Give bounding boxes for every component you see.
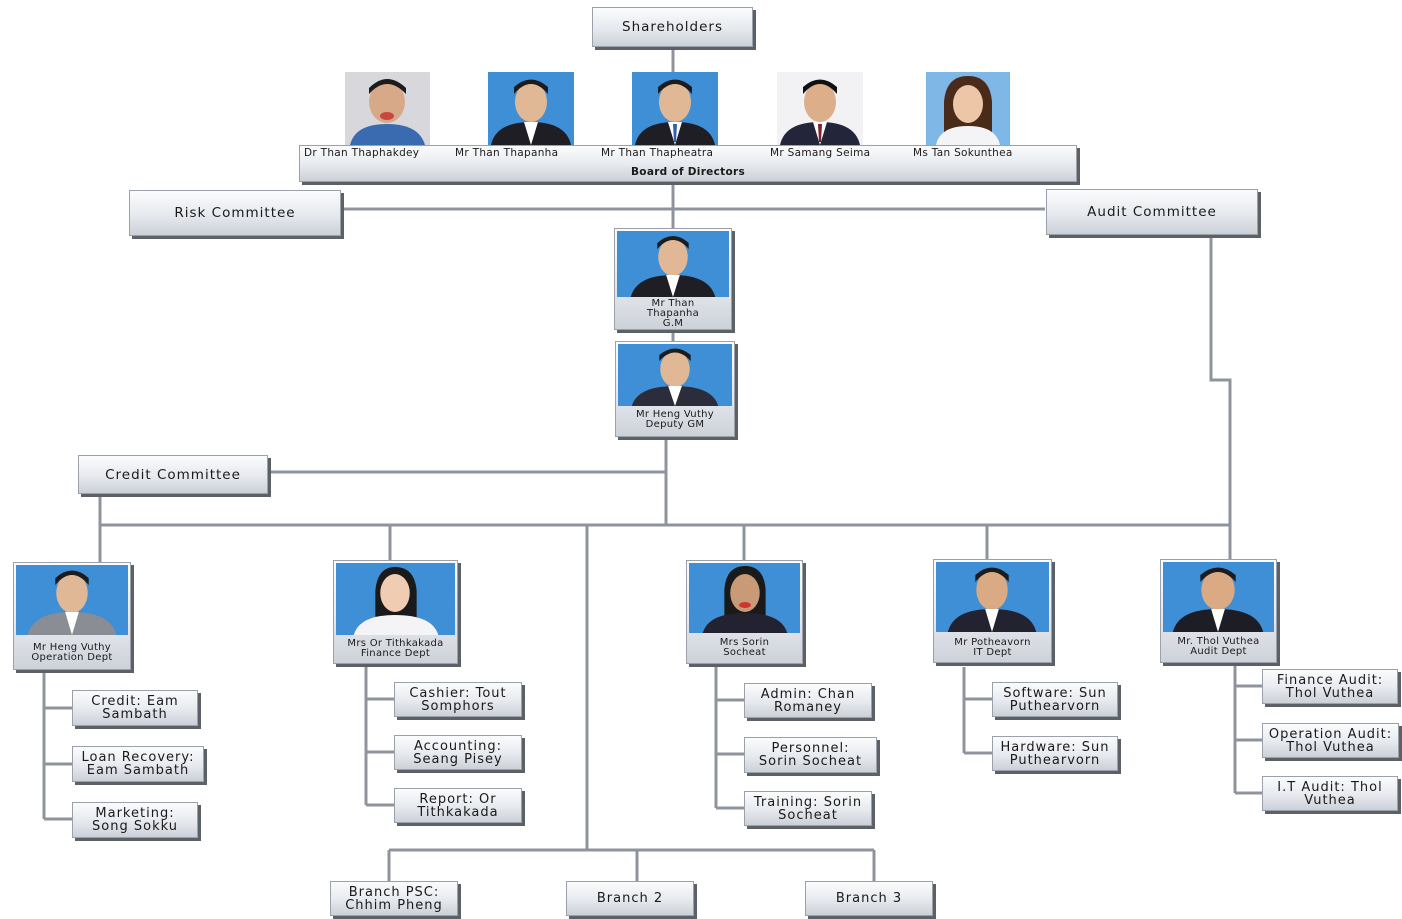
shareholders-label: Shareholders — [622, 19, 723, 35]
unit-box: Accounting: Seang Pisey — [394, 735, 522, 770]
unit-label: Operation Audit: Thol Vuthea — [1268, 726, 1393, 755]
unit-box: Marketing: Song Sokku — [72, 802, 198, 838]
gm-card: Mr Than Thapanha G.M — [614, 228, 732, 330]
audit-dept-caption: Mr. Thol Vuthea Audit Dept — [1177, 636, 1260, 657]
it-dept-caption: Mr Potheavorn IT Dept — [954, 637, 1031, 658]
unit-label: Cashier: Tout Somphors — [409, 685, 507, 714]
branch-label: Branch 3 — [835, 891, 903, 906]
operation-dept-card: Mr Heng Vuthy Operation Dept — [13, 562, 131, 670]
unit-box: Software: Sun Puthearvorn — [992, 682, 1118, 717]
branch-box: Branch 3 — [805, 881, 933, 916]
board-label: Board of Directors — [631, 166, 745, 178]
unit-label: Admin: Chan Romaney — [760, 686, 856, 715]
admin-dept-caption: Mrs Sorin Socheat — [719, 637, 770, 658]
deputy-gm-card: Mr Heng Vuthy Deputy GM — [615, 341, 735, 437]
credit-committee-label: Credit Committee — [105, 466, 241, 483]
unit-label: Finance Audit: Thol Vuthea — [1276, 672, 1384, 701]
unit-box: Report: Or Tithkakada — [394, 788, 522, 823]
person-photo-icon — [345, 72, 430, 145]
unit-label: Report: Or Tithkakada — [417, 791, 499, 820]
unit-label: Accounting: Seang Pisey — [413, 738, 503, 767]
board-member-name: Dr Than Thaphakdey — [304, 147, 420, 159]
shareholders-box: Shareholders — [592, 7, 753, 47]
branch-label: Branch PSC: Chhim Pheng — [345, 884, 443, 913]
it-dept-card: Mr Potheavorn IT Dept — [933, 559, 1052, 663]
unit-label: I.T Audit: Thol Vuthea — [1277, 779, 1383, 808]
branch-box: Branch PSC: Chhim Pheng — [330, 881, 458, 916]
risk-committee-box: Risk Committee — [129, 190, 341, 236]
board-photo-4 — [777, 72, 863, 145]
unit-box: Hardware: Sun Puthearvorn — [992, 736, 1118, 771]
board-photo-2 — [488, 72, 574, 145]
branch-box: Branch 2 — [566, 881, 694, 916]
unit-box: Personnel: Sorin Socheat — [744, 737, 877, 773]
board-member-name: Mr Samang Seima — [770, 147, 871, 159]
audit-dept-card: Mr. Thol Vuthea Audit Dept — [1160, 559, 1277, 663]
person-photo-icon — [16, 565, 128, 635]
unit-label: Training: Sorin Socheat — [753, 794, 863, 823]
person-photo-icon — [689, 563, 800, 633]
unit-box: Finance Audit: Thol Vuthea — [1262, 669, 1398, 704]
person-photo-icon — [926, 72, 1010, 145]
unit-box: Loan Recovery: Eam Sambath — [72, 746, 204, 782]
board-photo-1 — [345, 72, 430, 145]
unit-box: Training: Sorin Socheat — [744, 791, 872, 826]
unit-box: Operation Audit: Thol Vuthea — [1262, 723, 1399, 758]
unit-box: Admin: Chan Romaney — [744, 683, 872, 718]
admin-dept-card: Mrs Sorin Socheat — [686, 560, 803, 664]
person-photo-icon — [936, 562, 1049, 632]
board-photo-5 — [926, 72, 1010, 145]
person-photo-icon — [1163, 562, 1274, 632]
person-photo-icon — [336, 563, 455, 635]
unit-label: Personnel: Sorin Socheat — [758, 741, 863, 769]
board-member-name: Mr Than Thapanha — [455, 147, 559, 159]
person-photo-icon — [777, 72, 863, 145]
unit-label: Software: Sun Puthearvorn — [1003, 685, 1107, 714]
branch-label: Branch 2 — [596, 891, 664, 906]
unit-label: Marketing: Song Sokku — [92, 806, 178, 834]
finance-dept-card: Mrs Or Tithkakada Finance Dept — [333, 560, 458, 664]
board-of-directors-box: Dr Than Thaphakdey Mr Than Thapanha Mr T… — [299, 145, 1077, 182]
unit-box: Cashier: Tout Somphors — [394, 682, 522, 717]
unit-box: I.T Audit: Thol Vuthea — [1262, 776, 1398, 811]
person-photo-icon — [618, 344, 732, 406]
finance-dept-caption: Mrs Or Tithkakada Finance Dept — [347, 638, 444, 659]
person-photo-icon — [617, 231, 729, 297]
audit-committee-label: Audit Committee — [1087, 204, 1217, 220]
risk-committee-label: Risk Committee — [174, 205, 296, 221]
person-photo-icon — [488, 72, 574, 145]
person-photo-icon — [632, 72, 718, 145]
board-photo-3 — [632, 72, 718, 145]
audit-committee-box: Audit Committee — [1046, 189, 1258, 235]
board-member-name: Mr Than Thapheatra — [601, 147, 714, 159]
gm-caption: Mr Than Thapanha G.M — [646, 298, 700, 329]
board-member-name: Ms Tan Sokunthea — [913, 147, 1013, 159]
deputy-gm-caption: Mr Heng Vuthy Deputy GM — [635, 409, 715, 430]
unit-label: Loan Recovery: Eam Sambath — [81, 750, 195, 778]
unit-box: Credit: Eam Sambath — [72, 690, 198, 726]
credit-committee-box: Credit Committee — [78, 455, 268, 494]
unit-label: Hardware: Sun Puthearvorn — [1000, 739, 1110, 768]
operation-dept-caption: Mr Heng Vuthy Operation Dept — [31, 642, 113, 663]
unit-label: Credit: Eam Sambath — [91, 694, 179, 722]
